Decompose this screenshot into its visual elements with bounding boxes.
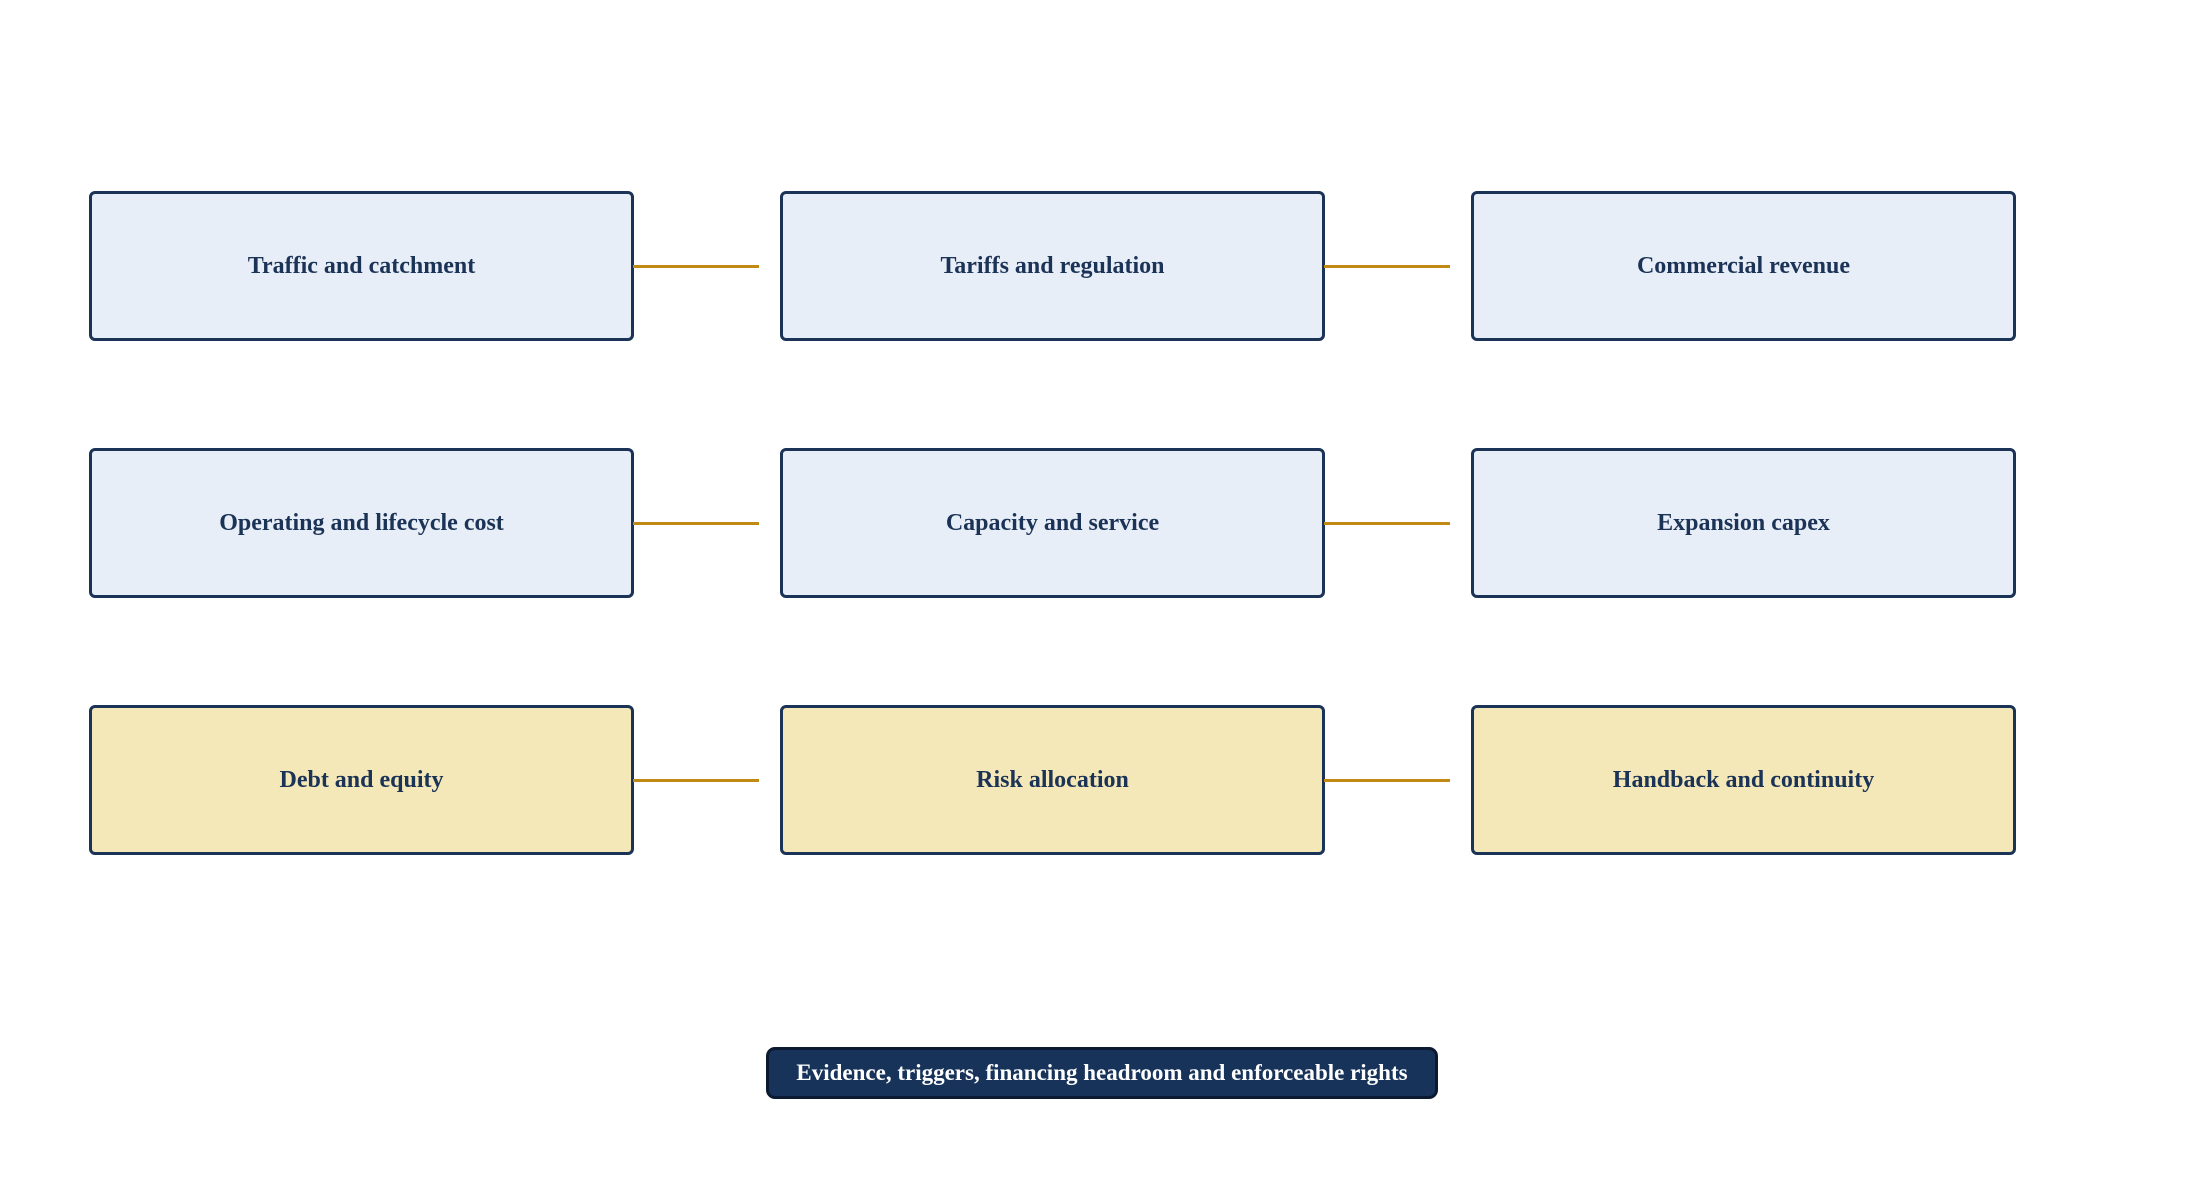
connector-line <box>1324 265 1450 268</box>
node-handback-and-continuity: Handback and continuity <box>1471 705 2016 855</box>
connector-line <box>633 265 759 268</box>
node-label: Risk allocation <box>976 766 1129 793</box>
node-label: Handback and continuity <box>1612 766 1875 793</box>
node-commercial-revenue: Commercial revenue <box>1471 191 2016 341</box>
node-label: Debt and equity <box>279 766 444 793</box>
node-label: Operating and lifecycle cost <box>219 509 504 536</box>
node-expansion-capex: Expansion capex <box>1471 448 2016 598</box>
connector-line <box>633 522 759 525</box>
node-risk-allocation: Risk allocation <box>780 705 1325 855</box>
node-traffic-and-catchment: Traffic and catchment <box>89 191 634 341</box>
connector-line <box>1324 522 1450 525</box>
node-tariffs-and-regulation: Tariffs and regulation <box>780 191 1325 341</box>
footer-label: Evidence, triggers, financing headroom a… <box>796 1060 1408 1085</box>
footer-banner: Evidence, triggers, financing headroom a… <box>766 1047 1438 1099</box>
node-label: Commercial revenue <box>1636 252 1851 279</box>
node-label: Traffic and catchment <box>247 252 476 279</box>
node-capacity-and-service: Capacity and service <box>780 448 1325 598</box>
connector-line <box>1324 779 1450 782</box>
connector-line <box>633 779 759 782</box>
node-operating-and-lifecycle-cost: Operating and lifecycle cost <box>89 448 634 598</box>
node-label: Expansion capex <box>1657 509 1830 536</box>
node-label: Capacity and service <box>945 509 1160 536</box>
node-debt-and-equity: Debt and equity <box>89 705 634 855</box>
node-label: Tariffs and regulation <box>940 252 1165 279</box>
